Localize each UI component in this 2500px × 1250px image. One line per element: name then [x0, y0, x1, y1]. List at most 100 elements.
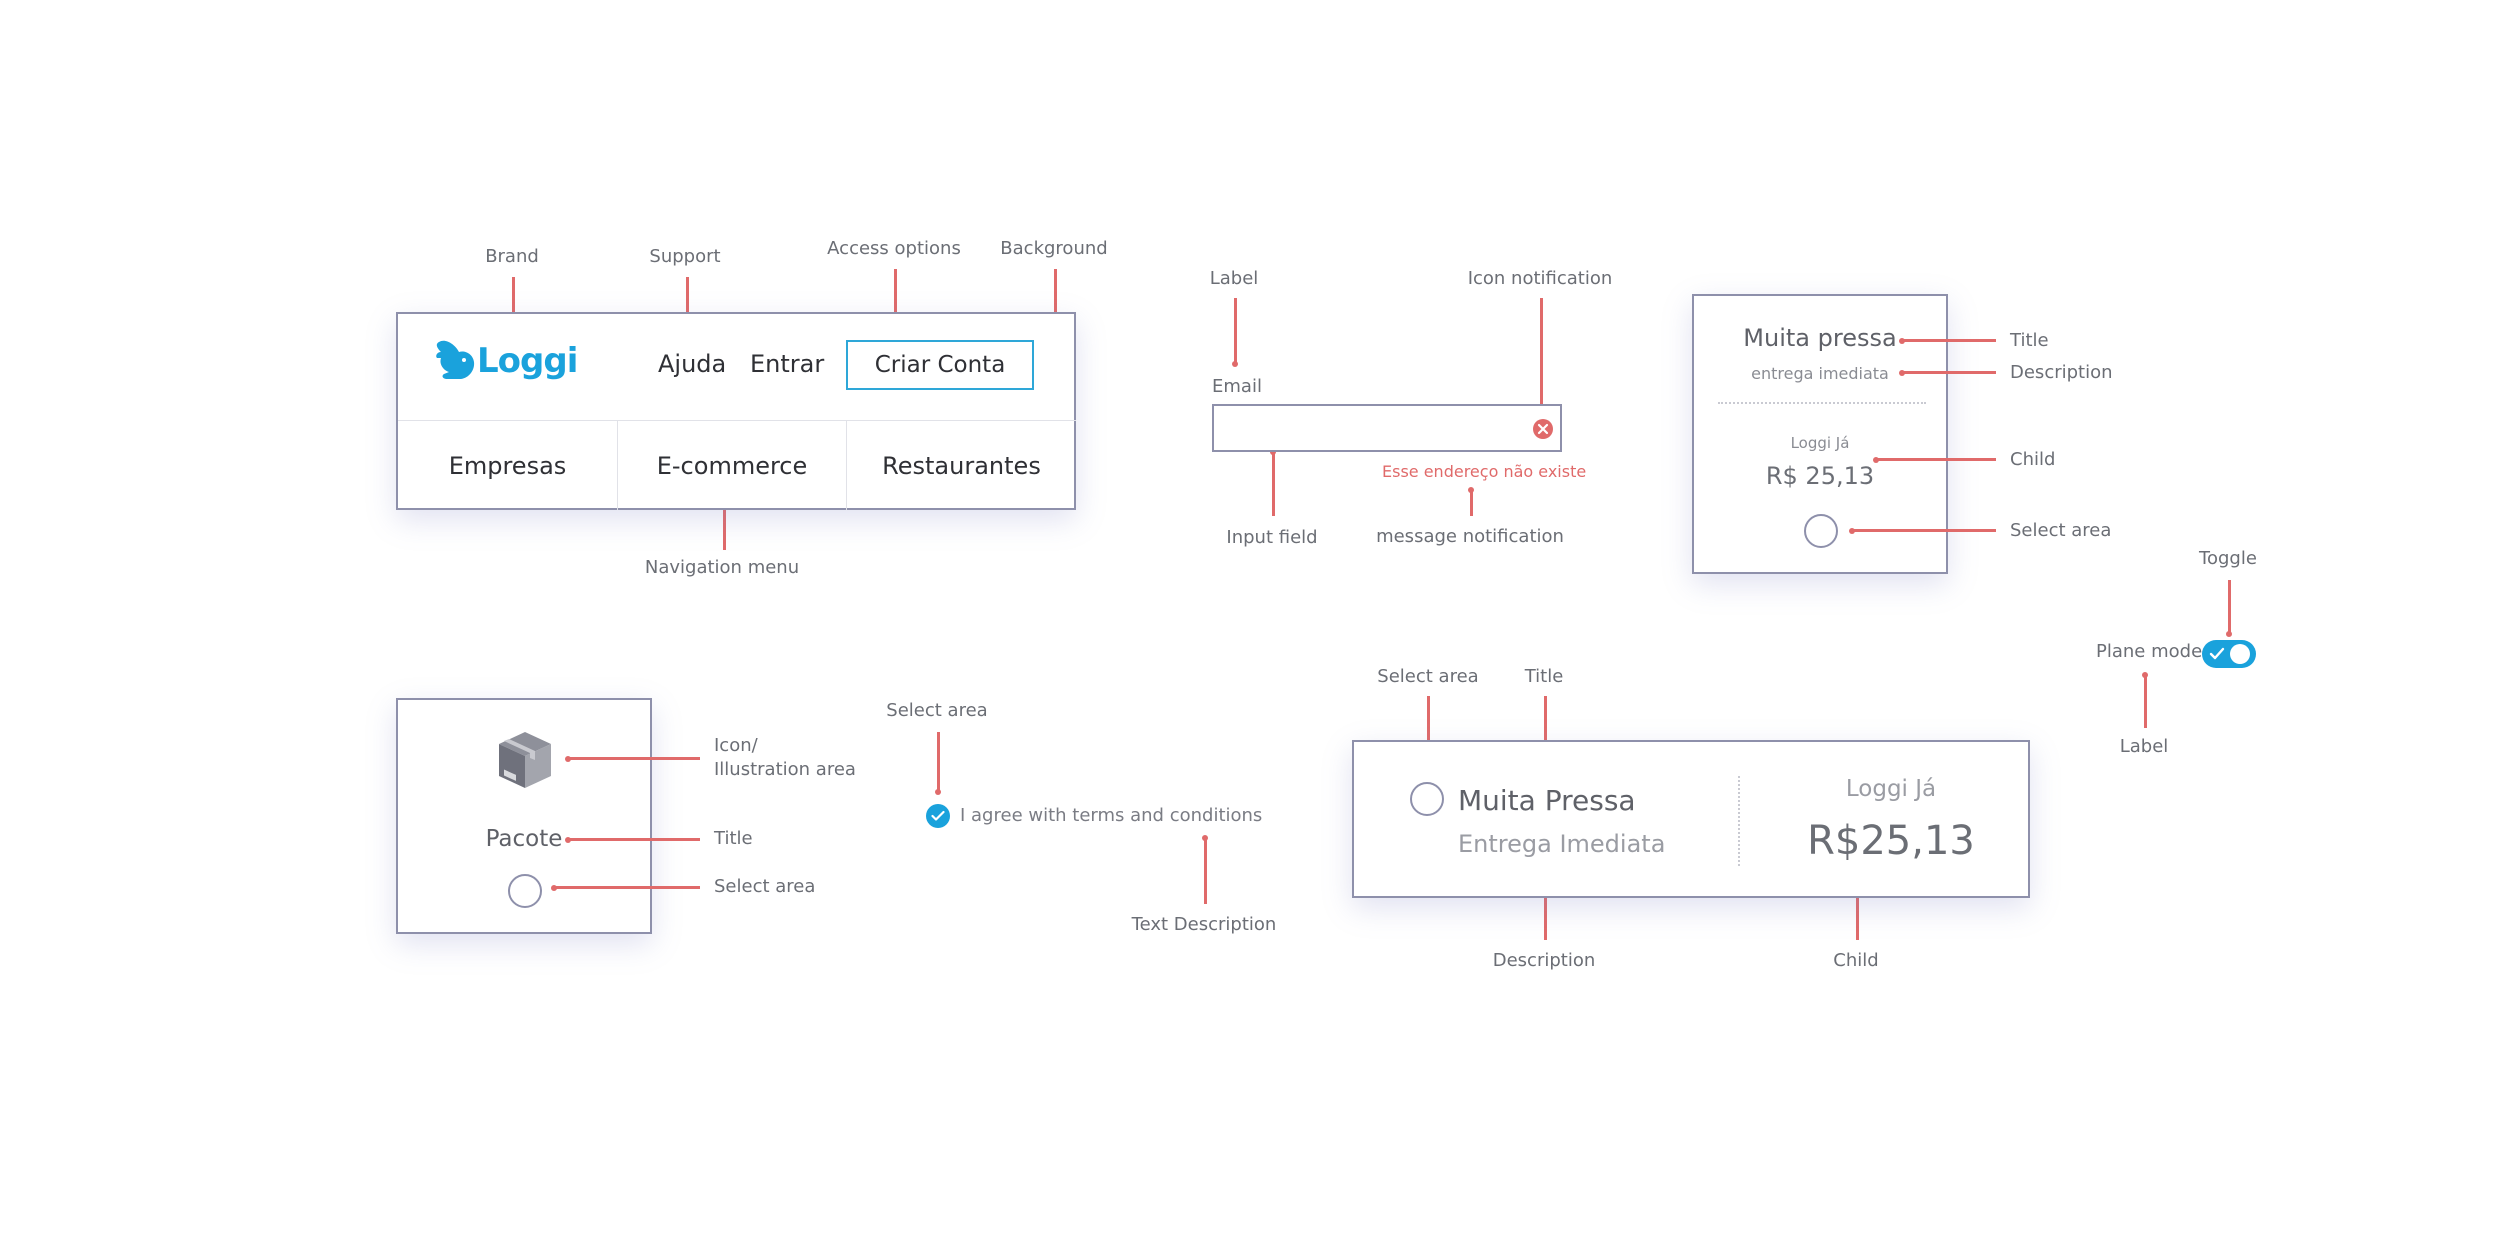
option-card-horizontal[interactable]: Muita Pressa Entrega Imediata Loggi Já R…: [1352, 740, 2030, 898]
annotation-description: Description: [2010, 362, 2113, 383]
rabbit-logo-icon: [436, 340, 475, 379]
annotation-package-title-line: [570, 838, 700, 841]
annotation-child-dot: [1873, 457, 1879, 463]
terms-text: I agree with terms and conditions: [960, 805, 1263, 826]
annotation-support-line: [686, 277, 689, 330]
annotation-toggle-label-dot: [2142, 672, 2148, 678]
annotation-description-dot: [1899, 370, 1905, 376]
error-message: Esse endereço não existe: [1382, 462, 1587, 481]
option-card-h-select-radio[interactable]: [1410, 782, 1444, 816]
annotation-background: Background: [1000, 238, 1108, 259]
annotation-h-select-line: [1427, 696, 1430, 764]
annotation-input-line: [1272, 452, 1275, 516]
annotation-message-notification: message notification: [1376, 526, 1564, 547]
annotation-title: Title: [2010, 330, 2049, 351]
navigation-menu: Empresas E-commerce Restaurantes: [398, 420, 1076, 510]
annotation-icon-dot: [565, 756, 571, 762]
annotation-h-child-line: [1856, 878, 1859, 940]
email-label: Email: [1212, 376, 1262, 397]
annotation-description-line: [1904, 371, 1996, 374]
annotation-support: Support: [649, 246, 721, 267]
option-card-description: entrega imediata: [1751, 364, 1889, 383]
annotation-package-select: Select area: [714, 876, 816, 897]
nav-link-entrar[interactable]: Entrar: [750, 350, 825, 378]
annotation-toggle: Toggle: [2199, 548, 2257, 569]
annotation-input-field: Input field: [1226, 527, 1318, 548]
option-card-h-description: Entrega Imediata: [1458, 830, 1666, 858]
header-component: [396, 312, 1076, 510]
annotation-nav-line: [723, 498, 726, 550]
annotation-icon-line2: Illustration area: [714, 759, 856, 780]
annotation-h-description: Description: [1492, 950, 1596, 971]
annotation-select-dot: [1849, 528, 1855, 534]
menu-item-empresas[interactable]: Empresas: [398, 421, 618, 510]
annotation-h-description-line: [1544, 878, 1547, 940]
annotation-title-dot: [1899, 338, 1905, 344]
annotation-child-line: [1878, 458, 1996, 461]
option-card-select-radio[interactable]: [1804, 514, 1838, 548]
annotation-toggle-label: Label: [2119, 736, 2169, 757]
annotation-h-child: Child: [1833, 950, 1879, 971]
option-card-child-label: Loggi Já: [1790, 434, 1850, 452]
annotation-toggle-dot: [2226, 631, 2232, 637]
option-card-h-child-price: R$25,13: [1807, 818, 1975, 864]
annotation-navigation-menu: Navigation menu: [644, 557, 800, 578]
annotation-access-options: Access options: [827, 238, 961, 259]
annotation-toggle-line: [2228, 580, 2231, 632]
annotation-background-line: [1054, 269, 1057, 321]
annotation-h-select-area: Select area: [1377, 666, 1479, 687]
annotation-label-line: [1234, 298, 1237, 362]
option-card-h-divider: [1738, 776, 1740, 866]
annotation-package-title-dot: [565, 837, 571, 843]
annotation-text-description: Text Description: [1131, 914, 1277, 935]
option-card-h-title: Muita Pressa: [1458, 784, 1636, 817]
package-title: Pacote: [485, 826, 563, 852]
error-circle-icon: [1533, 419, 1553, 439]
annotation-message-dot: [1468, 487, 1474, 493]
annotation-message-line: [1470, 490, 1473, 516]
annotation-package-title: Title: [714, 828, 753, 849]
annotation-icon-line1: Icon/: [714, 735, 758, 756]
annotation-child: Child: [2010, 449, 2056, 470]
annotation-checkbox-dot: [935, 789, 941, 795]
annotation-label: Label: [1209, 268, 1259, 289]
terms-checkbox[interactable]: [926, 804, 950, 828]
annotation-access-line: [894, 269, 897, 321]
menu-item-restaurantes[interactable]: Restaurantes: [882, 451, 1041, 480]
annotation-select-line: [1854, 529, 1996, 532]
annotation-label-dot: [1232, 361, 1238, 367]
annotation-icon-line: [570, 757, 700, 760]
toggle-label: Plane mode: [2096, 641, 2203, 662]
annotation-toggle-label-line: [2144, 676, 2147, 728]
toggle-knob: [2230, 644, 2250, 664]
annotation-brand: Brand: [485, 246, 539, 267]
create-account-button[interactable]: Criar Conta: [846, 340, 1034, 390]
plane-mode-toggle[interactable]: [2202, 640, 2256, 668]
annotation-icon-notification: Icon notification: [1467, 268, 1613, 289]
package-select-radio[interactable]: [508, 874, 542, 908]
annotation-select-area: Select area: [2010, 520, 2112, 541]
option-card-divider: [1718, 402, 1926, 404]
option-card-vertical[interactable]: Muita pressa entrega imediata Loggi Já R…: [1692, 294, 1948, 574]
annotation-h-title: Title: [1524, 666, 1564, 687]
option-card-child-price: R$ 25,13: [1765, 462, 1875, 490]
annotation-package-select-line: [556, 886, 700, 889]
check-icon: [2209, 647, 2225, 660]
check-icon: [931, 810, 945, 821]
annotation-text-line: [1204, 840, 1207, 904]
brand-logo[interactable]: Loggi: [435, 338, 578, 384]
annotation-package-select-dot: [551, 885, 557, 891]
package-box-icon: [499, 732, 551, 788]
menu-item-ecommerce[interactable]: E-commerce: [618, 421, 847, 510]
brand-name: Loggi: [477, 341, 578, 381]
package-card[interactable]: Pacote: [396, 698, 652, 934]
annotation-title-line: [1904, 339, 1996, 342]
annotation-text-dot: [1202, 835, 1208, 841]
nav-link-ajuda[interactable]: Ajuda: [658, 350, 727, 378]
annotation-brand-line: [512, 277, 515, 330]
annotation-icon-line: [1540, 298, 1543, 410]
option-card-h-child-label: Loggi Já: [1845, 776, 1937, 802]
email-field[interactable]: [1212, 404, 1562, 452]
annotation-checkbox-select: Select area: [886, 700, 988, 721]
annotation-input-dot: [1270, 449, 1276, 455]
